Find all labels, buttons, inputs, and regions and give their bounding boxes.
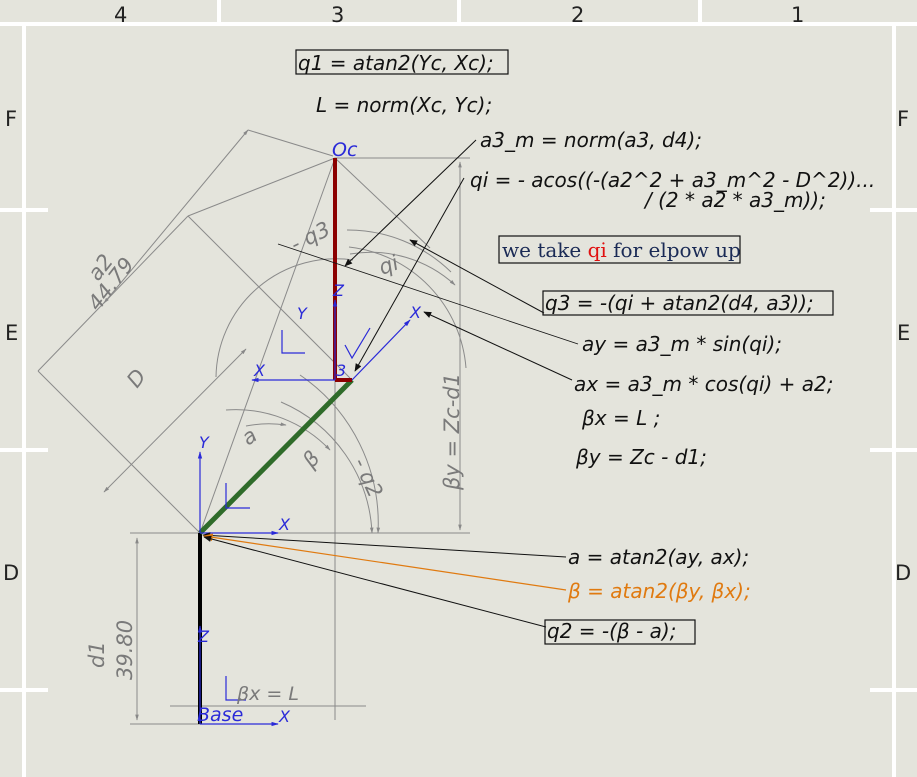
- joint-3-label: 3: [336, 361, 346, 380]
- row-label-f-right: F: [897, 107, 909, 131]
- axis-z-elbow: Z: [332, 281, 345, 300]
- ax-equation: ax = a3_m * cos(qi) + a2;: [574, 372, 833, 396]
- frame-base-label: Base: [197, 704, 243, 726]
- column-label-3: 3: [331, 3, 344, 27]
- bx-equation: βx = L ;: [581, 406, 660, 430]
- axis-y-shoulder: Y: [199, 433, 210, 452]
- a3m-equation: a3_m = norm(a3, d4);: [480, 128, 702, 152]
- axis-z-base: Z: [197, 627, 210, 646]
- q3-equation: q3 = -(qi + atan2(d4, a3));: [545, 291, 814, 315]
- axis-x-elbow-right: X: [409, 303, 422, 322]
- base-frame: [197, 625, 279, 727]
- axis-x-base: X: [278, 707, 291, 726]
- column-label-1: 1: [791, 3, 804, 27]
- axis-x-shoulder: X: [278, 515, 291, 534]
- dim-d1-name: d1: [85, 641, 109, 668]
- column-label-2: 2: [571, 3, 584, 27]
- by-equation: βy = Zc - d1;: [575, 445, 707, 469]
- row-label-d-left: D: [3, 561, 19, 585]
- dim-d1-value: 39.80: [113, 620, 137, 680]
- q2-equation: q2 = -(β - a);: [547, 619, 676, 643]
- frame-oc-label: Oc: [332, 139, 358, 161]
- shoulder-frame: [197, 451, 279, 536]
- note-prefix: we take: [502, 238, 588, 262]
- L-equation: L = norm(Xc, Yc);: [316, 93, 492, 117]
- column-label-4: 4: [114, 3, 127, 27]
- leader-lines: [202, 139, 579, 628]
- row-label-d-right: D: [895, 561, 911, 585]
- dim-by: βy = Zc-d1: [440, 373, 464, 491]
- axis-y-elbow: Y: [297, 304, 308, 323]
- ay-equation: ay = a3_m * sin(qi);: [582, 332, 782, 356]
- note-text: we take qi for elpow up: [502, 238, 741, 262]
- alpha-equation: a = atan2(ay, ax);: [568, 545, 749, 569]
- qi-equation-line2: / (2 * a2 * a3_m));: [643, 188, 826, 212]
- note-box: [498, 235, 741, 264]
- q1-equation: q1 = atan2(Yc, Xc);: [298, 51, 494, 75]
- row-label-f-left: F: [5, 107, 17, 131]
- elbow-frame: [251, 299, 411, 383]
- q3-equation-box: [542, 290, 834, 316]
- axis-x-elbow-left: X: [253, 361, 266, 380]
- row-label-e-right: E: [897, 321, 910, 345]
- dim-bx: βx = L: [236, 683, 299, 705]
- row-label-e-left: E: [5, 321, 18, 345]
- beta-equation: β = atan2(βy, βx);: [567, 579, 751, 603]
- qi-equation-line1: qi = - acos((-(a2^2 + a3_m^2 - D^2))...: [470, 168, 875, 192]
- note-highlight: qi: [588, 238, 607, 262]
- upper-arm-link: [198, 378, 354, 535]
- q1-equation-box: [295, 49, 509, 75]
- note-suffix: for elpow up: [607, 238, 741, 262]
- q2-equation-box: [544, 619, 696, 645]
